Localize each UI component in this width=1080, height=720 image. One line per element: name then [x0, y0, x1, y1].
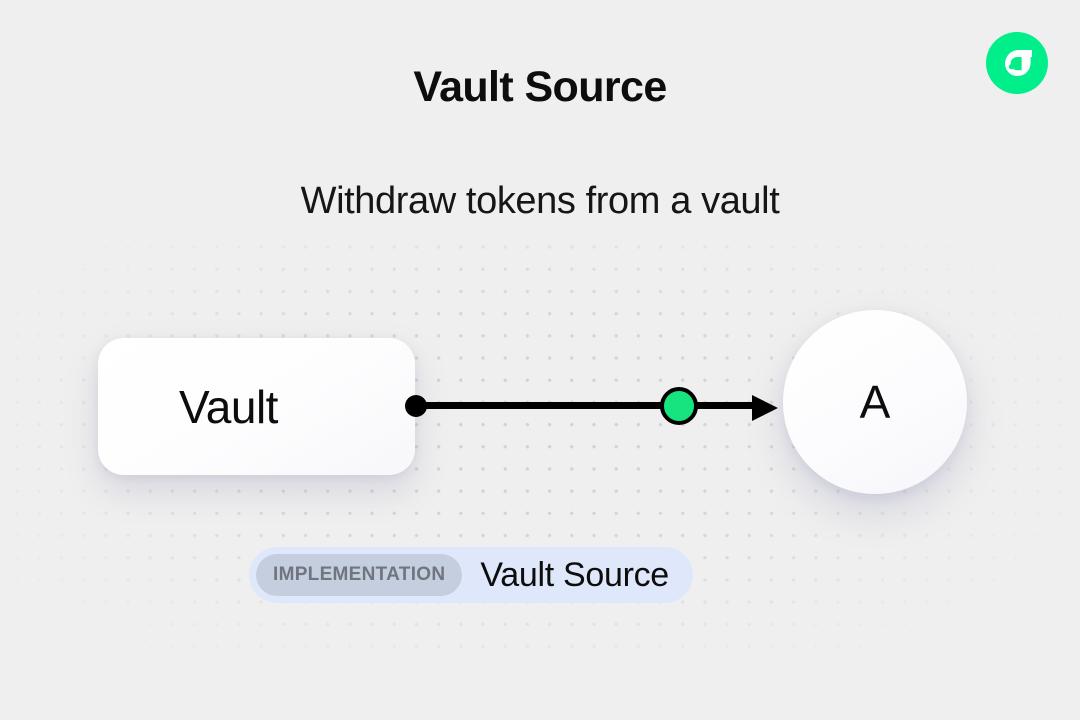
connector-dot-icon[interactable]	[405, 395, 427, 417]
status-badge: IMPLEMENTATION	[256, 554, 463, 596]
node-vault[interactable]: Vault	[98, 338, 415, 475]
flow-logo-icon	[986, 32, 1048, 94]
node-a[interactable]: A	[783, 310, 967, 494]
node-vault-label: Vault	[179, 380, 278, 433]
edge-line	[416, 402, 766, 409]
node-a-label: A	[859, 376, 891, 428]
implementation-name: Vault Source	[480, 555, 669, 594]
edge-midpoint-dot-icon[interactable]	[660, 387, 698, 425]
page-title: Vault Source	[413, 63, 667, 111]
arrowhead-icon	[752, 395, 778, 421]
implementation-badge[interactable]: IMPLEMENTATION Vault Source	[249, 547, 693, 603]
page-subtitle: Withdraw tokens from a vault	[300, 180, 780, 222]
